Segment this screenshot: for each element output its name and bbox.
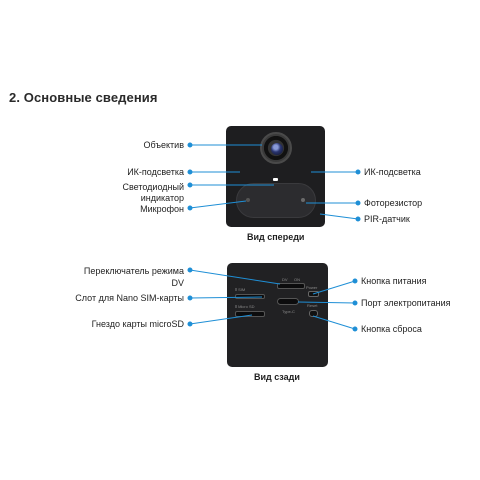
label-led-line1: Светодиодный	[122, 182, 184, 192]
label-lens: Объектив	[143, 140, 184, 150]
label-pir: PIR-датчик	[364, 214, 410, 224]
caption-back: Вид сзади	[254, 372, 300, 382]
label-led-line2: индикатор	[140, 193, 184, 203]
camera-front-view	[226, 126, 325, 227]
microsd-slot	[235, 311, 265, 317]
pir-sensor-panel	[236, 183, 316, 218]
microphone-hole-icon	[246, 198, 250, 202]
label-ir-right: ИК-подсветка	[364, 167, 421, 177]
lens-icon	[260, 132, 292, 164]
label-reset: Кнопка сброса	[361, 324, 422, 334]
label-power-port: Порт электропитания	[361, 298, 451, 308]
label-ir-left: ИК-подсветка	[127, 167, 184, 177]
silk-sd: Ⅱ Micro SD	[235, 304, 255, 309]
silk-type-c: Type-C	[282, 309, 295, 314]
section-heading: 2. Основные сведения	[9, 90, 158, 105]
camera-back-view: DV ON Ⅱ SIM Ⅱ Micro SD Type-C Power Rese…	[227, 263, 328, 367]
mode-switch	[277, 283, 305, 289]
label-sim: Слот для Nano SIM-карты	[75, 293, 184, 303]
silk-reset: Reset	[307, 303, 318, 308]
label-switch-line1: Переключатель режима	[83, 266, 184, 276]
silk-dv: DV	[282, 277, 288, 282]
led-indicator-icon	[273, 178, 278, 181]
silk-sim: Ⅱ SIM	[235, 287, 246, 292]
silk-on: ON	[294, 277, 300, 282]
label-power-button: Кнопка питания	[361, 276, 427, 286]
label-photoresistor: Фоторезистор	[364, 198, 423, 208]
label-switch-line2: DV	[171, 278, 184, 288]
type-c-port	[277, 298, 299, 305]
silk-power: Power	[306, 285, 318, 290]
label-mic: Микрофон	[140, 204, 184, 214]
photoresistor-icon	[301, 198, 305, 202]
label-sd: Гнездо карты microSD	[91, 319, 184, 329]
caption-front: Вид спереди	[247, 232, 305, 242]
sim-slot	[235, 294, 265, 299]
